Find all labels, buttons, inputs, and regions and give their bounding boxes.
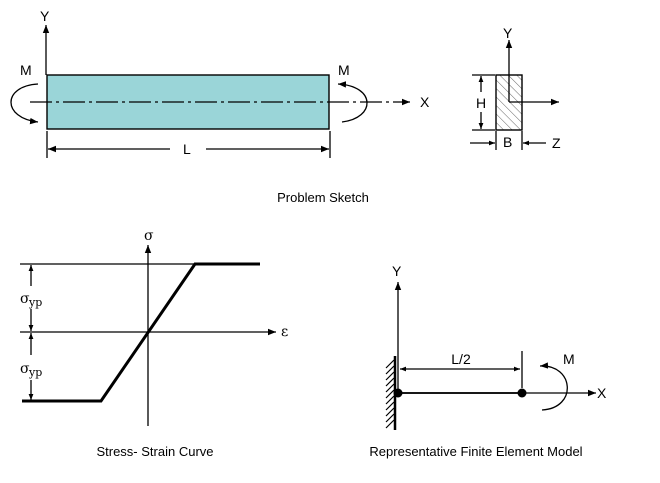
problem-sketch-cross-section: Y H B Z (470, 25, 561, 151)
problem-sketch-caption: Problem Sketch (277, 190, 369, 205)
left-moment-label: M (20, 62, 32, 78)
beam-x-axis-label: X (420, 94, 430, 110)
lower-yield-subscript: yp (28, 366, 42, 379)
section-z-axis-label: Z (552, 135, 561, 151)
stress-strain-caption: Stress- Strain Curve (96, 444, 213, 459)
height-label: H (476, 95, 486, 111)
strain-axis-label: ε (281, 324, 288, 340)
sigma-axis-label: σ (144, 228, 154, 244)
fe-moment-arrow (539, 362, 568, 411)
fe-model: Y X L/2 M (385, 263, 607, 430)
upper-yield-symbol: σ (20, 291, 30, 307)
fe-x-axis-label: X (597, 385, 607, 401)
node-2 (517, 388, 527, 398)
half-length-label: L/2 (451, 351, 471, 367)
problem-sketch-beam: Y X M M L (10, 8, 430, 158)
section-y-axis-label: Y (503, 25, 513, 41)
length-label: L (183, 141, 191, 157)
fe-model-caption: Representative Finite Element Model (369, 444, 582, 459)
fixed-support-hatch (385, 359, 395, 429)
lower-yield-symbol: σ (20, 361, 30, 377)
node-1 (393, 388, 403, 398)
stress-strain-path (22, 262, 260, 403)
right-moment-arrow (337, 81, 368, 123)
fe-y-axis-label: Y (392, 263, 402, 279)
stress-strain-curve: σ ε σ yp σ yp (20, 228, 288, 426)
left-moment-arrow (10, 83, 39, 125)
width-label: B (503, 134, 512, 150)
right-moment-label: M (338, 62, 350, 78)
beam-y-axis-label: Y (40, 8, 50, 24)
upper-yield-subscript: yp (28, 296, 42, 309)
fe-moment-label: M (563, 351, 575, 367)
